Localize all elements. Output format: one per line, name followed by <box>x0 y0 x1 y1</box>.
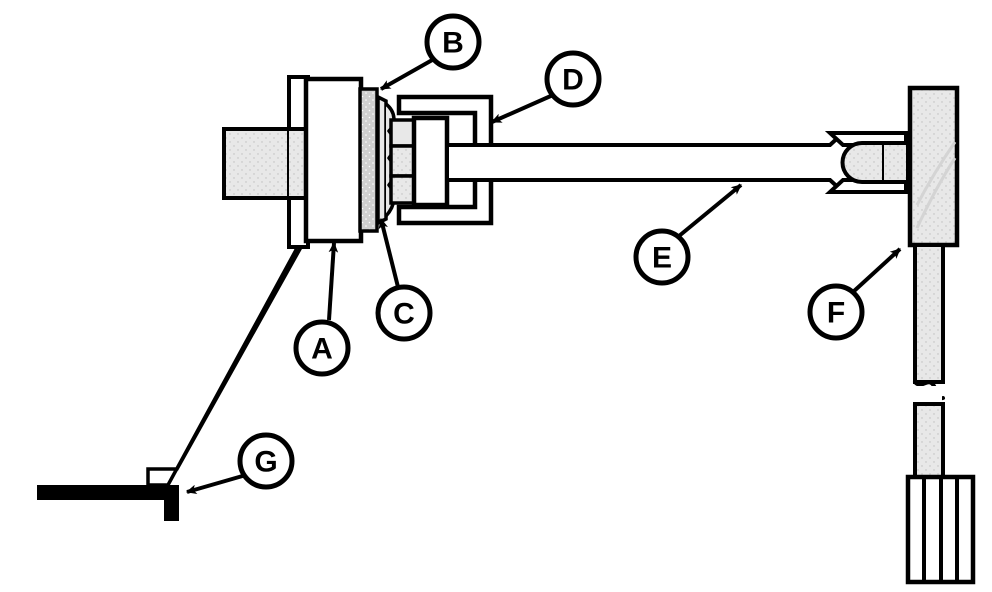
pedal-stop-pad <box>37 485 179 521</box>
callout-f-bubble <box>807 283 865 341</box>
fork-clevis-end <box>824 131 908 194</box>
callout-c[interactable]: C <box>375 217 433 342</box>
callout-g-bubble <box>237 432 295 490</box>
pedal-shaft-upper <box>913 243 945 384</box>
callout-g-label: G <box>254 446 277 479</box>
callout-f[interactable]: F <box>807 247 902 341</box>
pedal-grip-pad <box>905 474 976 585</box>
callout-c-label: C <box>393 298 415 331</box>
callout-e[interactable]: E <box>633 183 743 286</box>
callout-c-leader <box>378 217 400 288</box>
callout-e-bubble <box>633 228 691 286</box>
callout-g-leader <box>185 473 247 495</box>
callout-a-leader <box>327 241 339 321</box>
callout-b-leader <box>380 57 435 91</box>
callout-f-leader <box>851 247 902 294</box>
callout-e-leader <box>677 183 743 238</box>
bracket-plate <box>287 75 310 249</box>
callout-d-leader <box>490 93 554 124</box>
callout-c-bubble <box>375 284 433 342</box>
callout-b-label: B <box>442 27 464 60</box>
callout-e-label: E <box>652 242 672 275</box>
callout-a-bubble <box>293 319 351 377</box>
callout-a-label: A <box>311 333 333 366</box>
callout-d-bubble <box>544 50 602 108</box>
callout-f-label: F <box>827 297 845 330</box>
callout-d-label: D <box>562 64 584 97</box>
callout-b[interactable]: B <box>380 13 482 91</box>
callout-g[interactable]: G <box>185 432 295 495</box>
gasket-seal-plate <box>358 87 379 233</box>
callout-b-bubble <box>424 13 482 71</box>
mounting-flange-body <box>303 76 364 244</box>
pedal-arm-block <box>907 85 960 248</box>
callout-d[interactable]: D <box>490 50 602 124</box>
callout-a[interactable]: A <box>293 241 351 377</box>
